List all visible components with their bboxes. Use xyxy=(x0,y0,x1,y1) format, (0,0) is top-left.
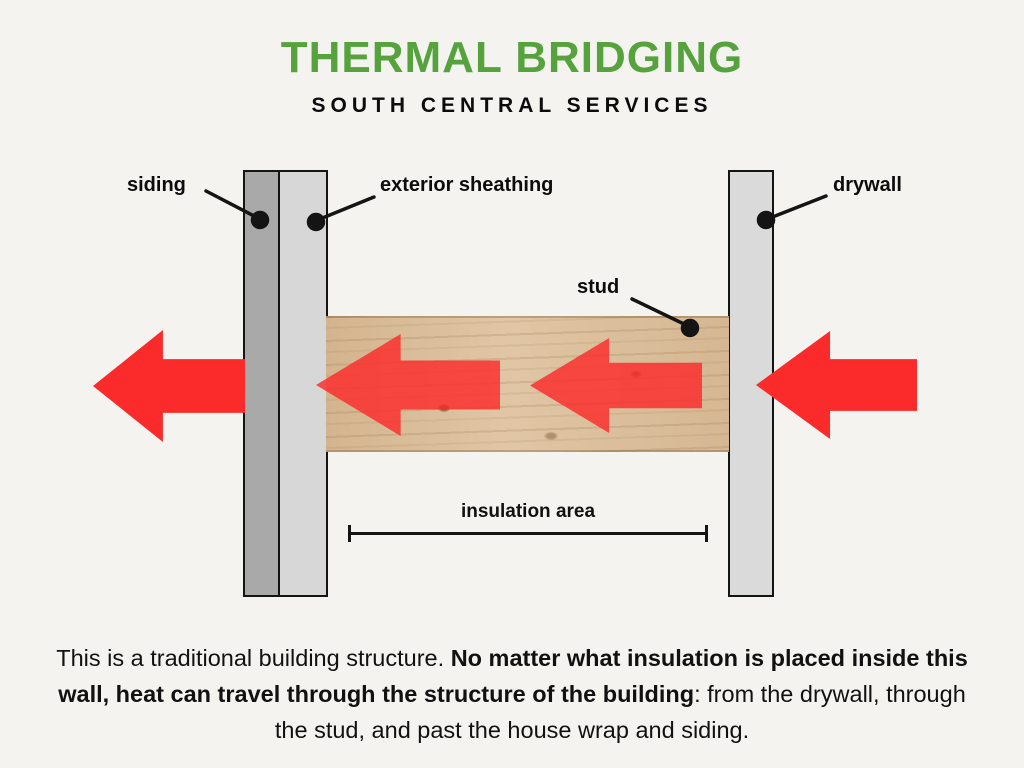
siding-bar xyxy=(243,170,280,597)
caption-text: This is a traditional building structure… xyxy=(42,640,982,749)
drywall-pointer-line xyxy=(768,194,828,220)
sheathing-pointer-line xyxy=(318,195,376,221)
label-drywall: drywall xyxy=(833,174,902,196)
heat-flow-exterior-icon xyxy=(93,330,245,442)
heat-flow-interior-icon xyxy=(756,331,917,439)
label-stud: stud xyxy=(577,276,620,298)
label-siding: siding xyxy=(127,174,186,196)
caption-normal-1: This is a traditional building structure… xyxy=(56,645,451,671)
insulation-area-measure-line xyxy=(348,525,708,542)
page-subtitle: SOUTH CENTRAL SERVICES xyxy=(311,94,713,117)
caption-normal-2: : from the drywall, through the stud, an… xyxy=(274,681,966,744)
caption-bold: No matter what insulation is placed insi… xyxy=(58,645,968,708)
label-exterior-sheathing: exterior sheathing xyxy=(380,174,554,196)
page-title: THERMAL BRIDGING xyxy=(280,33,744,82)
label-insulation-area: insulation area xyxy=(460,501,596,522)
